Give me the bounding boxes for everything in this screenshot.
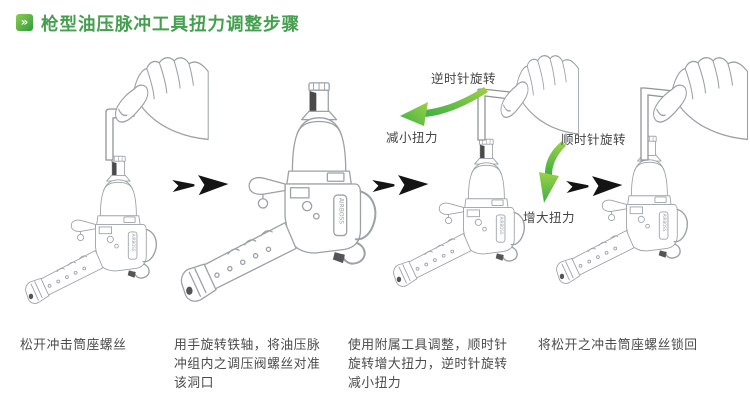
impact-wrench-illustration — [180, 81, 377, 303]
step-arrow-icon — [566, 175, 623, 197]
step-arrow-icon — [172, 174, 229, 196]
impact-wrench-illustration — [555, 135, 689, 285]
hand-illustration — [500, 55, 580, 135]
step-2-caption: 用手旋转铁轴，将油压脉 冲组内之调压阀螺丝对准 该洞口 — [174, 338, 321, 391]
impact-wrench-illustration — [24, 155, 158, 305]
step-arrow-icon — [372, 174, 429, 196]
cw-rotation-label: 顺时针旋转 — [561, 132, 627, 147]
rotate-cw-arrow-icon — [539, 141, 566, 203]
hand-illustration — [652, 57, 749, 141]
double-chevron-icon: » — [16, 14, 33, 31]
figure-step-2 — [180, 81, 377, 303]
page-title: 枪型油压脉冲工具扭力调整步骤 — [41, 15, 300, 35]
decrease-torque-label: 减小扭力 — [386, 130, 439, 145]
figure-step-4 — [539, 57, 749, 285]
figure-step-3 — [392, 55, 580, 288]
figure-step-1 — [24, 57, 209, 305]
ccw-rotation-label: 逆时针旋转 — [431, 71, 497, 86]
rotate-ccw-arrow-icon — [400, 87, 488, 126]
increase-torque-label: 增大扭力 — [523, 210, 576, 225]
step-1-caption: 松开冲击筒座螺丝 — [20, 338, 127, 353]
step-4-caption: 将松开之冲击筒座螺丝锁回 — [538, 338, 698, 353]
hex-key-icon — [105, 108, 135, 161]
hand-illustration — [114, 57, 209, 141]
step-3-caption: 使用附属工具调整，顺时针 旋转增大扭力，逆时针旋转 减小扭力 — [348, 338, 508, 391]
impact-wrench-illustration — [392, 138, 526, 288]
